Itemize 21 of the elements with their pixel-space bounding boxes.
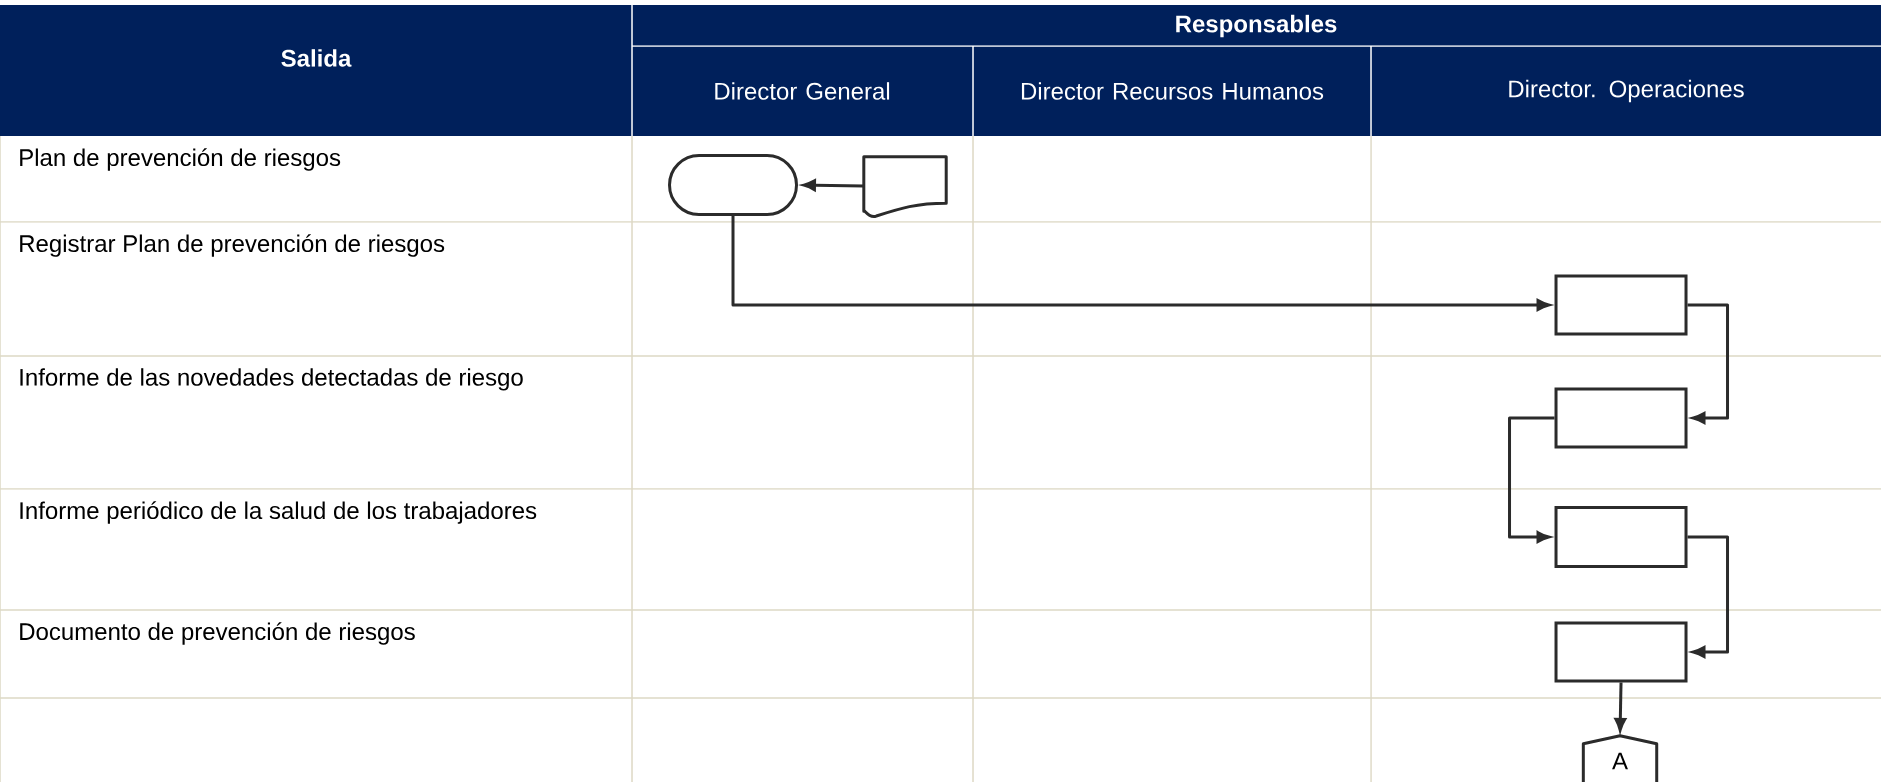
column-header: Salida bbox=[281, 49, 352, 67]
process-box bbox=[1554, 387, 1688, 449]
table-cell: Informe periódico de la salud de los trabajadores bbox=[20, 501, 537, 524]
column-header: Director General bbox=[715, 82, 890, 100]
process-box bbox=[1554, 506, 1688, 568]
offpage-connector: A bbox=[1581, 734, 1659, 782]
arrow bbox=[731, 216, 1551, 311]
column-header: Director Recursos Humanos bbox=[1021, 82, 1324, 100]
arrow bbox=[1614, 682, 1627, 732]
table-cell: Informe de las novedades detectadas de riesgo bbox=[20, 368, 523, 391]
document-symbol bbox=[862, 155, 948, 218]
table-cell: Plan de prevención de riesgos bbox=[20, 148, 341, 171]
column-header: Responsables bbox=[1176, 14, 1337, 38]
table-cell: Documento de prevención de riesgos bbox=[20, 622, 415, 645]
column-header: Director. Operaciones bbox=[1509, 79, 1744, 103]
process-box bbox=[1554, 274, 1688, 336]
table-cell: Registrar Plan de prevención de riesgos bbox=[20, 234, 445, 257]
arrow bbox=[1687, 535, 1729, 658]
process-box bbox=[1554, 621, 1688, 683]
arrow bbox=[1508, 416, 1555, 543]
arrow bbox=[1687, 303, 1729, 424]
